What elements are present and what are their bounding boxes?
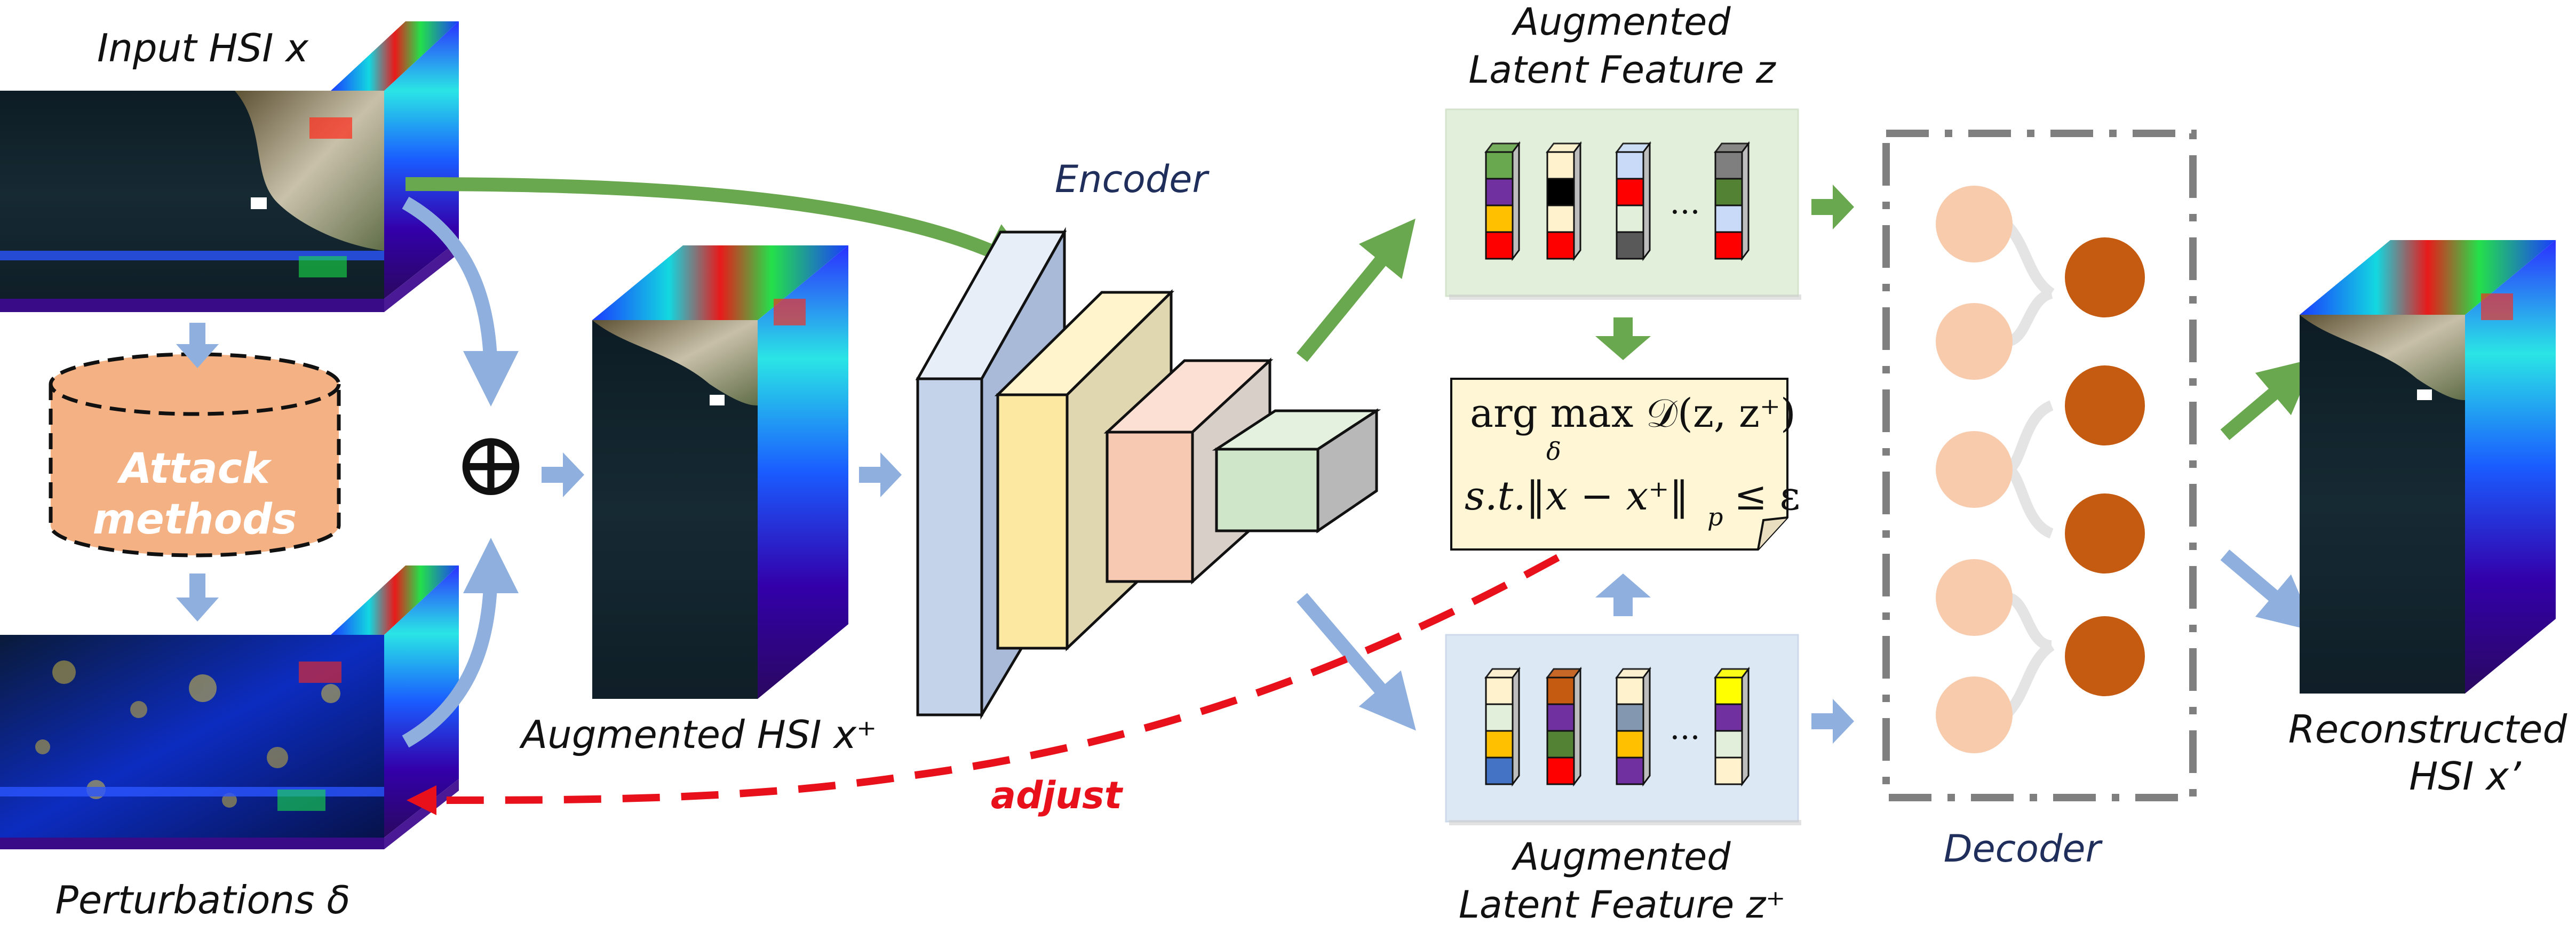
perturbations-label: Perturbations δ: [55, 878, 351, 922]
feature-column: [1714, 141, 1750, 261]
encoder-block: [915, 227, 1381, 720]
decoder-output-node: [2065, 616, 2145, 696]
feature-cell: [1485, 756, 1514, 785]
flow-attack-to-perturbations: [176, 573, 219, 622]
feature-cell: [1546, 703, 1575, 732]
flow-decoder-to-reconstructed-green: [2220, 358, 2316, 440]
encoder-layer-4: [1212, 408, 1381, 533]
flow-augmented-to-encoder: [859, 452, 902, 497]
flow-input-to-encoder: [405, 177, 1039, 274]
decoder-input-node: [1936, 559, 2013, 636]
objective-rhs: ≤ ε: [1734, 473, 1800, 519]
reconstructed-hsi-cube: [2300, 240, 2556, 694]
feature-cell: [1714, 756, 1743, 785]
attack-label-line2: methods: [93, 496, 297, 544]
input-hsi-cube: [0, 21, 459, 312]
decoder-label: Decoder: [1944, 827, 2103, 871]
feature-cell: [1714, 676, 1743, 705]
feature-column: [1484, 666, 1521, 787]
feature-cell: [1714, 703, 1743, 732]
flow-latent-zplus-to-decoder: [1811, 699, 1854, 744]
flow-decoder-to-reconstructed-blue: [2220, 549, 2316, 632]
decoder-input-node: [1936, 186, 2013, 262]
feature-column: [1615, 141, 1651, 261]
feature-cell: [1714, 178, 1743, 206]
feature-cell: [1485, 703, 1514, 732]
flow-perturbations-to-oplus: [402, 538, 519, 748]
feature-column: [1546, 141, 1582, 261]
perturbations-cube: [0, 565, 459, 849]
feature-cell: [1616, 204, 1644, 233]
feature-cell: [1546, 231, 1575, 260]
feature-cell: [1616, 676, 1644, 705]
flow-input-to-oplus: [402, 196, 519, 407]
feature-cell: [1485, 730, 1514, 759]
latent-zplus-ellipsis: ...: [1669, 710, 1700, 747]
feature-cell: [1616, 730, 1644, 759]
latent-zplus-label-line2: Latent Feature z⁺: [1459, 883, 1785, 927]
objective-line1: arg max 𝒟(z, z⁺): [1470, 391, 1796, 436]
feature-cell: [1485, 151, 1514, 180]
feature-cell: [1616, 151, 1644, 180]
feature-cell: [1714, 730, 1743, 759]
reconstructed-label-line1: Reconstructed: [2288, 707, 2568, 752]
latent-z-ellipsis: ...: [1669, 184, 1700, 221]
feature-cell: [1616, 178, 1644, 206]
augmented-hsi-cube: [592, 245, 848, 699]
objective-p-sub: p: [1707, 503, 1723, 531]
feature-cell: [1616, 703, 1644, 732]
feature-cell: [1546, 204, 1575, 233]
oplus-symbol: ⊕: [453, 411, 529, 517]
flow-encoder-to-latent-z: [1296, 218, 1416, 362]
adjust-arrow: [407, 554, 1560, 815]
flow-latent-z-to-decoder: [1811, 185, 1854, 229]
feature-cell: [1616, 756, 1644, 785]
decoder-output-node: [2065, 237, 2145, 317]
feature-cell: [1714, 204, 1743, 233]
feature-cell: [1616, 231, 1644, 260]
latent-z-label-line2: Latent Feature z: [1468, 48, 1777, 92]
objective-line2: s.t.‖x − x⁺‖: [1465, 473, 1689, 519]
feature-cell: [1546, 756, 1575, 785]
flow-input-to-attack: [176, 323, 219, 368]
feature-column: [1484, 141, 1521, 261]
decoder-output-node: [2065, 365, 2145, 445]
flow-latent-zplus-to-objective: [1595, 573, 1651, 616]
feature-cell: [1485, 204, 1514, 233]
flow-oplus-to-augmented: [542, 452, 584, 497]
decoder-output-node: [2065, 493, 2145, 573]
feature-cell: [1485, 231, 1514, 260]
feature-cell: [1546, 676, 1575, 705]
feature-column: [1546, 666, 1582, 787]
feature-cell: [1714, 231, 1743, 260]
latent-feature-zplus-panel: ...: [1445, 634, 1801, 825]
feature-cell: [1714, 151, 1743, 180]
latent-zplus-label-line1: Augmented: [1511, 835, 1731, 879]
feature-cell: [1546, 730, 1575, 759]
feature-column: [1714, 666, 1750, 787]
decoder-block: [1882, 130, 2197, 801]
feature-cell: [1546, 178, 1575, 206]
latent-feature-z-panel: ...: [1445, 108, 1801, 300]
flow-encoder-to-latent-zplus: [1297, 593, 1416, 731]
objective-delta-sub: δ: [1546, 437, 1561, 466]
encoder-label: Encoder: [1055, 157, 1210, 201]
feature-cell: [1485, 178, 1514, 206]
decoder-input-node: [1936, 303, 2013, 380]
augmented-hsi-label: Augmented HSI x⁺: [519, 712, 877, 757]
adjust-label: adjust: [991, 774, 1124, 817]
feature-column: [1615, 666, 1651, 787]
flow-latent-z-to-objective: [1595, 317, 1651, 360]
objective-note: arg max 𝒟(z, z⁺) δ s.t.‖x − x⁺‖ p ≤ ε: [1450, 378, 1800, 551]
feature-cell: [1485, 676, 1514, 705]
attack-methods-cylinder: Attack methods: [49, 352, 341, 557]
decoder-input-node: [1936, 676, 2013, 753]
attack-label-line1: Attack: [116, 445, 272, 493]
latent-z-label-line1: Augmented: [1511, 0, 1731, 44]
decoder-input-node: [1936, 431, 2013, 508]
feature-cell: [1546, 151, 1575, 180]
reconstructed-label-line2: HSI x’: [2409, 754, 2522, 799]
input-hsi-label: Input HSI x: [97, 26, 309, 70]
